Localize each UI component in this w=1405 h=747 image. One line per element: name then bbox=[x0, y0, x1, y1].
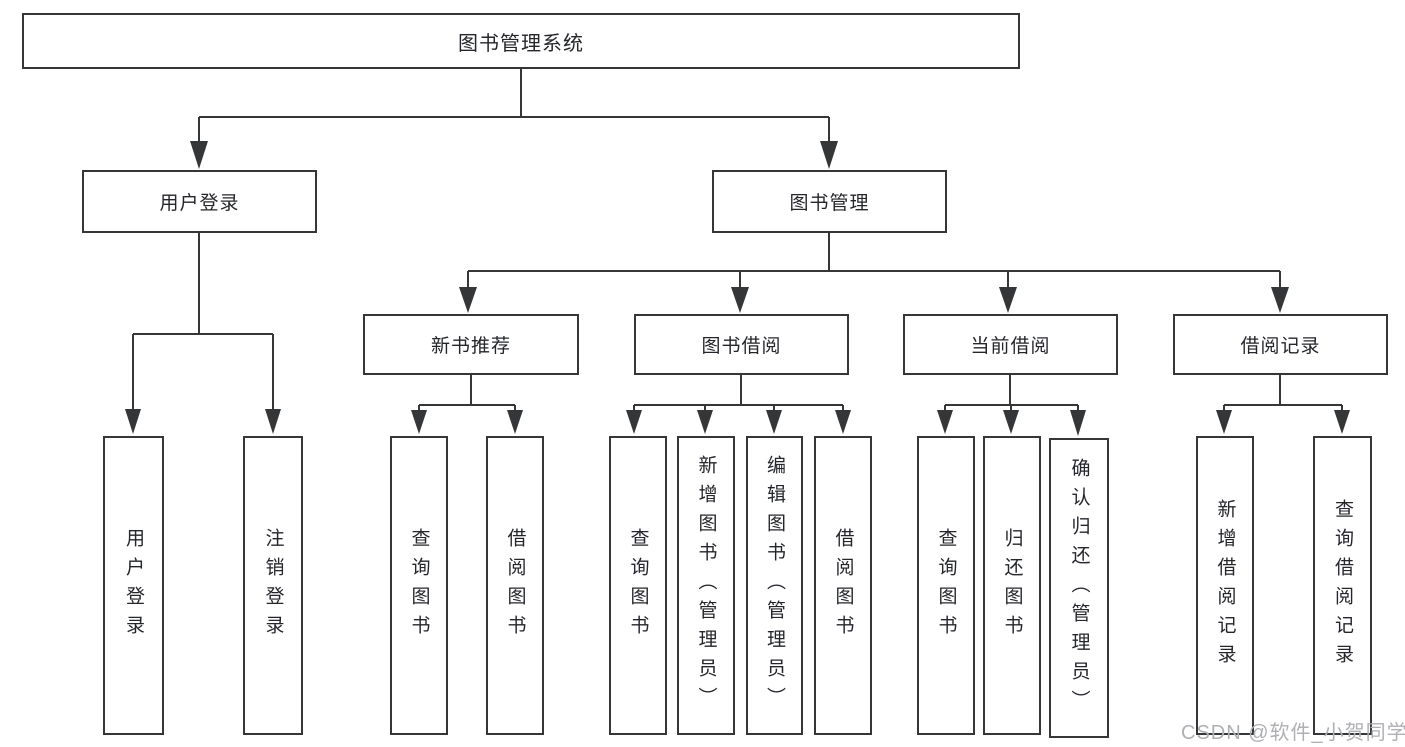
node-new-book-recommend-label: 新书推荐 bbox=[430, 336, 511, 357]
leaf-confirm-return-admin-label: 确认归还（管理员） bbox=[1068, 457, 1090, 719]
leaf-user-login: 用户登录 bbox=[103, 436, 164, 735]
edge-group-book-management-children bbox=[459, 233, 1289, 313]
leaf-query-borrow-record: 查询借阅记录 bbox=[1313, 436, 1372, 735]
leaf-query-books-recommend: 查询图书 bbox=[390, 436, 448, 735]
edge-group-borrow-records-children bbox=[1216, 375, 1350, 434]
node-library-system: 图书管理系统 bbox=[22, 13, 1020, 69]
watermark: CSDN @软件_小贺同学 bbox=[1181, 722, 1405, 744]
node-book-management: 图书管理 bbox=[712, 170, 947, 233]
leaf-borrow-books-recommend-label: 借阅图书 bbox=[504, 527, 526, 644]
node-library-system-label: 图书管理系统 bbox=[458, 32, 584, 55]
leaf-return-books: 归还图书 bbox=[983, 436, 1041, 735]
leaf-add-borrow-record: 新增借阅记录 bbox=[1196, 436, 1254, 735]
edge-group-new-book-children bbox=[411, 375, 523, 434]
leaf-borrow-books-label: 借阅图书 bbox=[832, 527, 854, 644]
node-current-borrow: 当前借阅 bbox=[903, 314, 1118, 375]
node-borrow-records: 借阅记录 bbox=[1173, 314, 1388, 375]
leaf-query-books-recommend-label: 查询图书 bbox=[408, 527, 430, 644]
leaf-borrow-books: 借阅图书 bbox=[814, 436, 872, 735]
leaf-query-books-borrow-label: 查询图书 bbox=[627, 527, 649, 644]
node-book-borrow: 图书借阅 bbox=[634, 314, 849, 375]
edge-group-user-login-children bbox=[125, 233, 281, 434]
edge-group-root-to-level2 bbox=[190, 69, 838, 169]
node-book-borrow-label: 图书借阅 bbox=[701, 336, 782, 357]
leaf-logout-label: 注销登录 bbox=[262, 527, 284, 644]
leaf-edit-book-admin-label: 编辑图书（管理员） bbox=[764, 455, 785, 716]
leaf-query-borrow-record-label: 查询借阅记录 bbox=[1332, 498, 1353, 673]
node-user-login-label: 用户登录 bbox=[159, 193, 240, 214]
edge-group-current-borrow-children bbox=[937, 375, 1086, 436]
leaf-confirm-return-admin: 确认归还（管理员） bbox=[1049, 438, 1109, 738]
node-borrow-records-label: 借阅记录 bbox=[1240, 336, 1321, 357]
leaf-add-book-admin: 新增图书（管理员） bbox=[677, 436, 735, 735]
node-user-login: 用户登录 bbox=[82, 170, 317, 233]
node-book-management-label: 图书管理 bbox=[789, 193, 870, 214]
leaf-borrow-books-recommend: 借阅图书 bbox=[486, 436, 544, 735]
edge-group-book-borrow-children bbox=[626, 375, 851, 434]
node-new-book-recommend: 新书推荐 bbox=[363, 314, 579, 375]
leaf-add-book-admin-label: 新增图书（管理员） bbox=[695, 455, 717, 716]
leaf-add-borrow-record-label: 新增借阅记录 bbox=[1214, 498, 1236, 673]
leaf-user-login-label: 用户登录 bbox=[123, 527, 144, 644]
leaf-logout: 注销登录 bbox=[243, 436, 303, 735]
leaf-edit-book-admin: 编辑图书（管理员） bbox=[746, 436, 803, 735]
node-current-borrow-label: 当前借阅 bbox=[970, 336, 1051, 357]
leaf-return-books-label: 归还图书 bbox=[1001, 527, 1023, 644]
leaf-query-books-borrow: 查询图书 bbox=[609, 436, 667, 735]
leaf-query-books-current: 查询图书 bbox=[917, 436, 975, 735]
leaf-query-books-current-label: 查询图书 bbox=[935, 527, 957, 644]
